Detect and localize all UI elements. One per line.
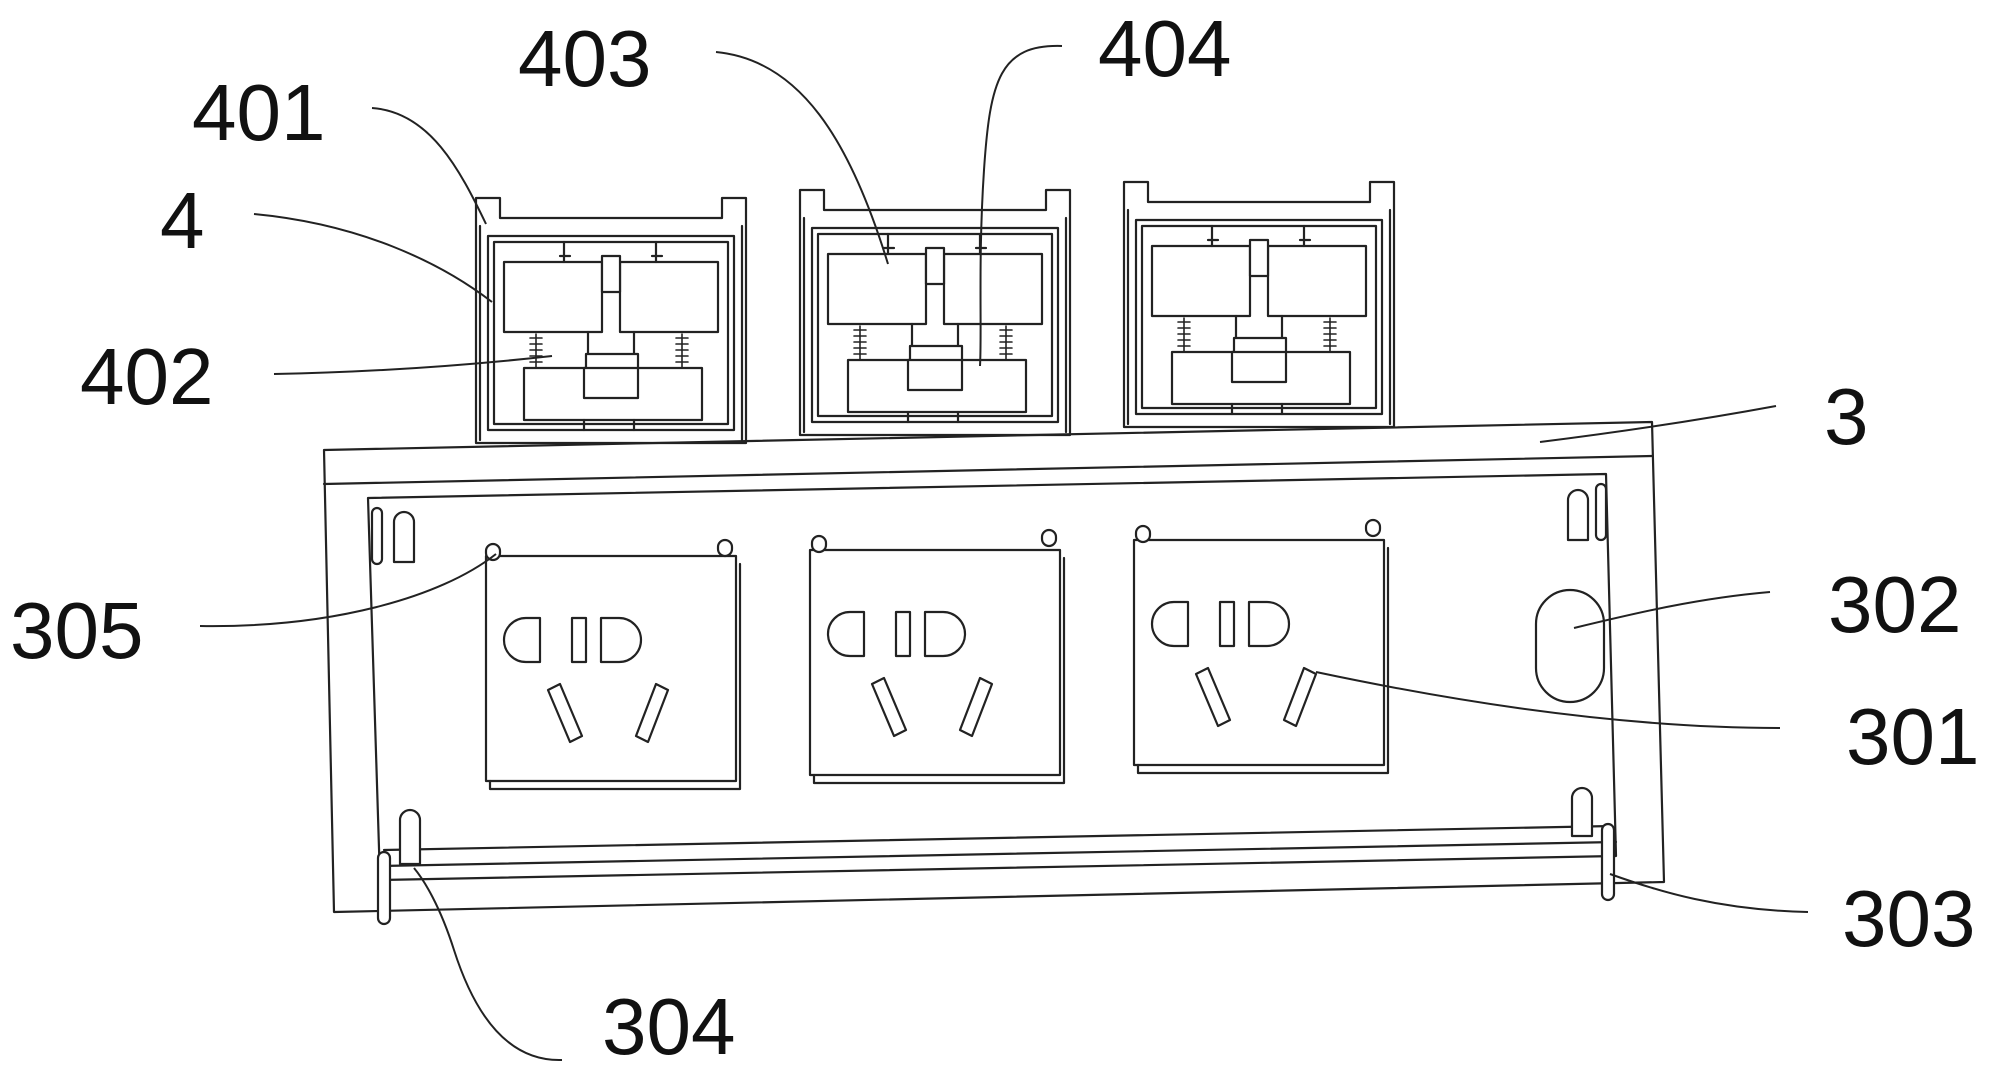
leader-lines [200, 46, 1808, 1060]
reference-labels: 401 4 402 403 404 3 305 302 301 303 304 [10, 4, 1979, 1070]
label-304: 304 [602, 982, 735, 1070]
clamp-module-middle [800, 190, 1070, 435]
switch-button [1536, 590, 1604, 702]
label-402: 402 [80, 332, 213, 421]
label-303: 303 [1842, 874, 1975, 963]
label-401: 401 [192, 68, 325, 157]
guide-posts [394, 490, 1592, 864]
label-301: 301 [1846, 692, 1979, 781]
label-403: 403 [518, 14, 651, 103]
label-302: 302 [1828, 560, 1961, 649]
power-strip-housing [324, 422, 1664, 912]
label-3: 3 [1824, 372, 1869, 461]
label-305: 305 [10, 586, 143, 675]
socket-outlet-2 [810, 550, 1064, 783]
clamp-module-right [1124, 182, 1394, 427]
label-404: 404 [1098, 4, 1231, 93]
label-4: 4 [160, 176, 205, 265]
clamp-module-left [476, 198, 746, 443]
socket-outlet-3 [1134, 540, 1388, 773]
socket-outlet-1 [486, 556, 740, 789]
